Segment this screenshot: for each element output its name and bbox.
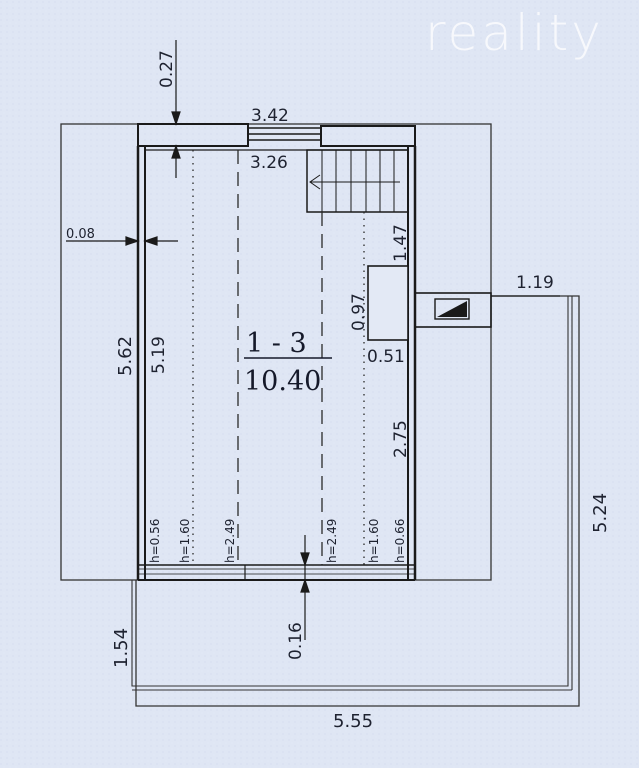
height-lines (192, 150, 365, 565)
height-label: h=0.56 (148, 519, 162, 563)
dim-right-ext-top: 1.19 (516, 273, 554, 293)
room-number: 1 - 3 (246, 328, 307, 359)
chimney-box (414, 292, 492, 328)
dim-column-gap: 0.51 (367, 347, 405, 367)
dim-bottom-thickness: 0.16 (286, 622, 306, 660)
dim-right-ext-side: 5.24 (590, 493, 611, 533)
dim-column-size: 0.97 (349, 293, 369, 331)
height-label: h=2.49 (325, 519, 339, 563)
dimension-lines (66, 40, 560, 640)
room-area: 10.40 (244, 366, 321, 397)
room-walls (136, 123, 417, 581)
height-label: h=0.66 (393, 519, 407, 563)
extension-inner (131, 296, 569, 687)
dim-left-outer: 5.62 (115, 336, 136, 376)
dim-bottom-ext-left: 1.54 (111, 628, 132, 668)
watermark-logo: reality (425, 4, 604, 62)
staircase (306, 149, 409, 213)
height-label: h=2.49 (223, 519, 237, 563)
height-label: h=1.60 (178, 519, 192, 563)
dim-left-offset: 0.08 (66, 227, 95, 242)
height-label: h=1.60 (367, 519, 381, 563)
dim-top-overall: 3.42 (251, 106, 289, 126)
dim-stair-length: 1.47 (391, 224, 411, 262)
column (367, 265, 409, 341)
flue-icon (437, 301, 467, 317)
dim-left-inner: 5.19 (149, 336, 169, 374)
dim-top-inner: 3.26 (250, 153, 288, 173)
dim-top-thickness: 0.27 (157, 50, 177, 88)
dim-bottom-overall: 5.55 (333, 711, 373, 732)
dim-right-lower: 2.75 (391, 420, 411, 458)
